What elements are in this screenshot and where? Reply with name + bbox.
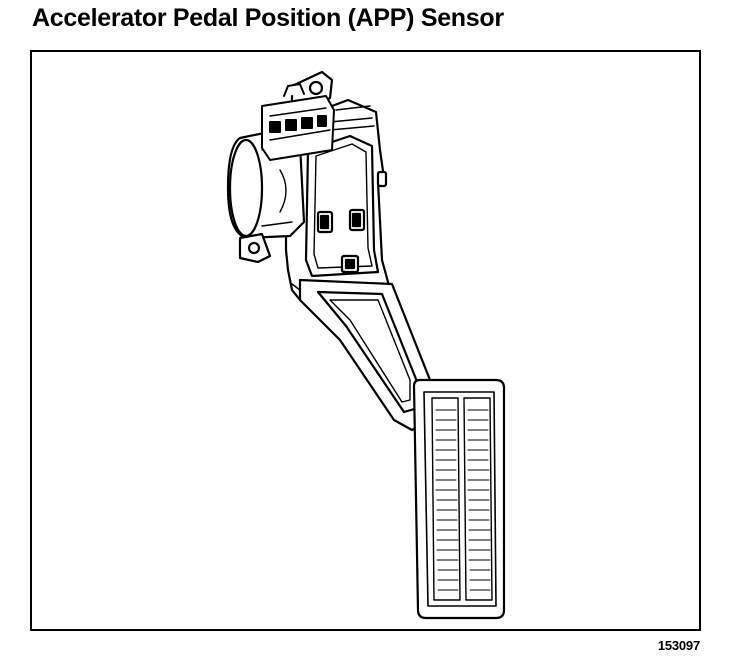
pedal-arm (291, 278, 434, 432)
figure-number: 153097 (657, 638, 700, 653)
sensor-electrical-connector (261, 83, 335, 161)
page-title: Accelerator Pedal Position (APP) Sensor (32, 4, 504, 32)
pedal-pad (412, 378, 506, 620)
